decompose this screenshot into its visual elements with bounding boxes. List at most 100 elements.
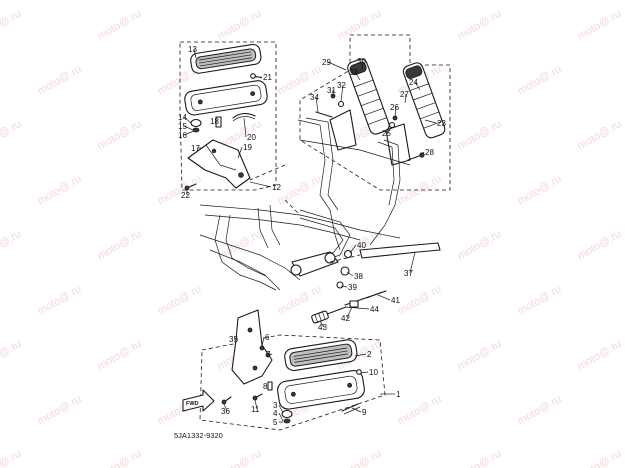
- callout-leader-24: [414, 81, 421, 91]
- watermark-text: moto@.ru: [0, 228, 23, 263]
- watermark-text: moto@.ru: [216, 448, 264, 468]
- watermark-text: moto@.ru: [0, 448, 23, 468]
- watermark-text: moto@.ru: [576, 8, 624, 43]
- callout-4: 4: [273, 409, 278, 418]
- watermark-text: moto@.ru: [156, 283, 204, 318]
- callout-leader-16: [183, 130, 195, 136]
- callout-29: 29: [322, 58, 331, 67]
- callout-28: 28: [425, 148, 434, 157]
- joint-42: [349, 300, 359, 308]
- callout-26: 26: [390, 103, 399, 112]
- watermark-text: moto@.ru: [0, 118, 23, 153]
- watermark-text: moto@.ru: [516, 283, 564, 318]
- bolt-40: [343, 249, 353, 259]
- collar-8: [267, 381, 273, 391]
- callout-leader-39: [340, 285, 348, 288]
- callout-leader-20: [243, 117, 247, 138]
- nut-39: [336, 281, 344, 289]
- callout-19: 19: [243, 143, 252, 152]
- watermark-text: moto@.ru: [36, 173, 84, 208]
- washer-4: [283, 418, 291, 424]
- fwd-arrow-icon: FWD: [182, 389, 215, 412]
- callout-leader-13: [193, 48, 197, 59]
- callout-32: 32: [337, 81, 346, 90]
- watermark-text: moto@.ru: [96, 118, 144, 153]
- grip-bracket-left: [329, 109, 357, 151]
- callout-leader-2: [354, 353, 367, 357]
- callout-21: 21: [263, 73, 272, 82]
- watermark-text: moto@.ru: [576, 228, 624, 263]
- callout-43: 43: [318, 323, 327, 332]
- left-footboard-group: [179, 41, 277, 191]
- damper-14: [190, 118, 202, 128]
- callout-25: 25: [382, 129, 391, 138]
- callout-23: 23: [437, 119, 446, 128]
- callout-leader-7: [267, 353, 273, 356]
- footboard-plate: [184, 80, 268, 116]
- callout-leader-41: [377, 294, 391, 301]
- callout-leader-40: [349, 244, 357, 254]
- callout-leader-42: [346, 306, 353, 319]
- spring-20: [232, 113, 256, 119]
- callout-leader-38: [346, 271, 354, 277]
- callout-36: 36: [221, 407, 230, 416]
- callout-leaders: [183, 48, 437, 423]
- callout-leader-23: [424, 119, 437, 124]
- watermark-text: moto@.ru: [36, 393, 84, 428]
- callout-27: 27: [400, 90, 409, 99]
- footboard-mat-2: [284, 339, 358, 372]
- watermark-text: moto@.ru: [396, 283, 444, 318]
- callout-leader-6: [261, 336, 265, 347]
- callout-leader-11: [254, 399, 258, 410]
- document-code: 5JA1332-9320: [174, 431, 223, 440]
- footboard-plate-1: [277, 370, 365, 410]
- callout-38: 38: [354, 272, 363, 281]
- spring-43: [311, 310, 329, 324]
- lower-footboard-group: [199, 309, 386, 431]
- watermark-text: moto@.ru: [0, 338, 23, 373]
- callout-16: 16: [178, 131, 187, 140]
- footboard-rubber-mat: [190, 43, 262, 74]
- watermark-text: moto@.ru: [516, 173, 564, 208]
- callout-35: 35: [229, 335, 238, 344]
- callout-leader-34: [315, 96, 319, 113]
- callout-30: 30: [357, 57, 366, 66]
- callout-3: 3: [273, 401, 278, 410]
- grip-right: [402, 62, 446, 139]
- watermark-text: moto@.ru: [156, 173, 204, 208]
- lower-footboard-box: [199, 334, 386, 431]
- callout-44: 44: [370, 305, 379, 314]
- watermark-text: moto@.ru: [396, 393, 444, 428]
- callout-leader-32: [340, 84, 344, 102]
- watermark-text: moto@.ru: [216, 228, 264, 263]
- callout-12: 12: [272, 183, 281, 192]
- watermark-text: moto@.ru: [576, 448, 624, 468]
- callout-leader-4: [278, 412, 284, 422]
- callout-10: 10: [369, 368, 378, 377]
- grip-bracket-right: [385, 123, 411, 166]
- nut-32: [337, 100, 345, 108]
- watermark-text: moto@.ru: [456, 228, 504, 263]
- callout-leader-10: [360, 371, 369, 374]
- callout-33: 33: [349, 68, 358, 77]
- callout-leader-12: [249, 181, 272, 188]
- callout-9: 9: [362, 408, 367, 417]
- watermark-text: moto@.ru: [516, 63, 564, 98]
- callout-13: 13: [188, 45, 197, 54]
- callout-leader-27: [404, 93, 407, 104]
- callout-7: 7: [266, 350, 271, 359]
- callout-leader-14: [183, 116, 192, 124]
- callout-22: 22: [181, 191, 190, 200]
- callout-18: 18: [210, 117, 219, 126]
- callout-1: 1: [396, 390, 401, 399]
- grip-left: [347, 58, 390, 135]
- callout-leader-9: [351, 407, 362, 413]
- watermark-text: moto@.ru: [0, 8, 23, 43]
- callout-leader-33: [354, 71, 361, 81]
- callout-labels: 1234567891011121314151617181920212223242…: [178, 45, 446, 427]
- bracket-35: [231, 309, 273, 385]
- callout-leader-28: [419, 151, 425, 156]
- callout-5: 5: [273, 418, 278, 427]
